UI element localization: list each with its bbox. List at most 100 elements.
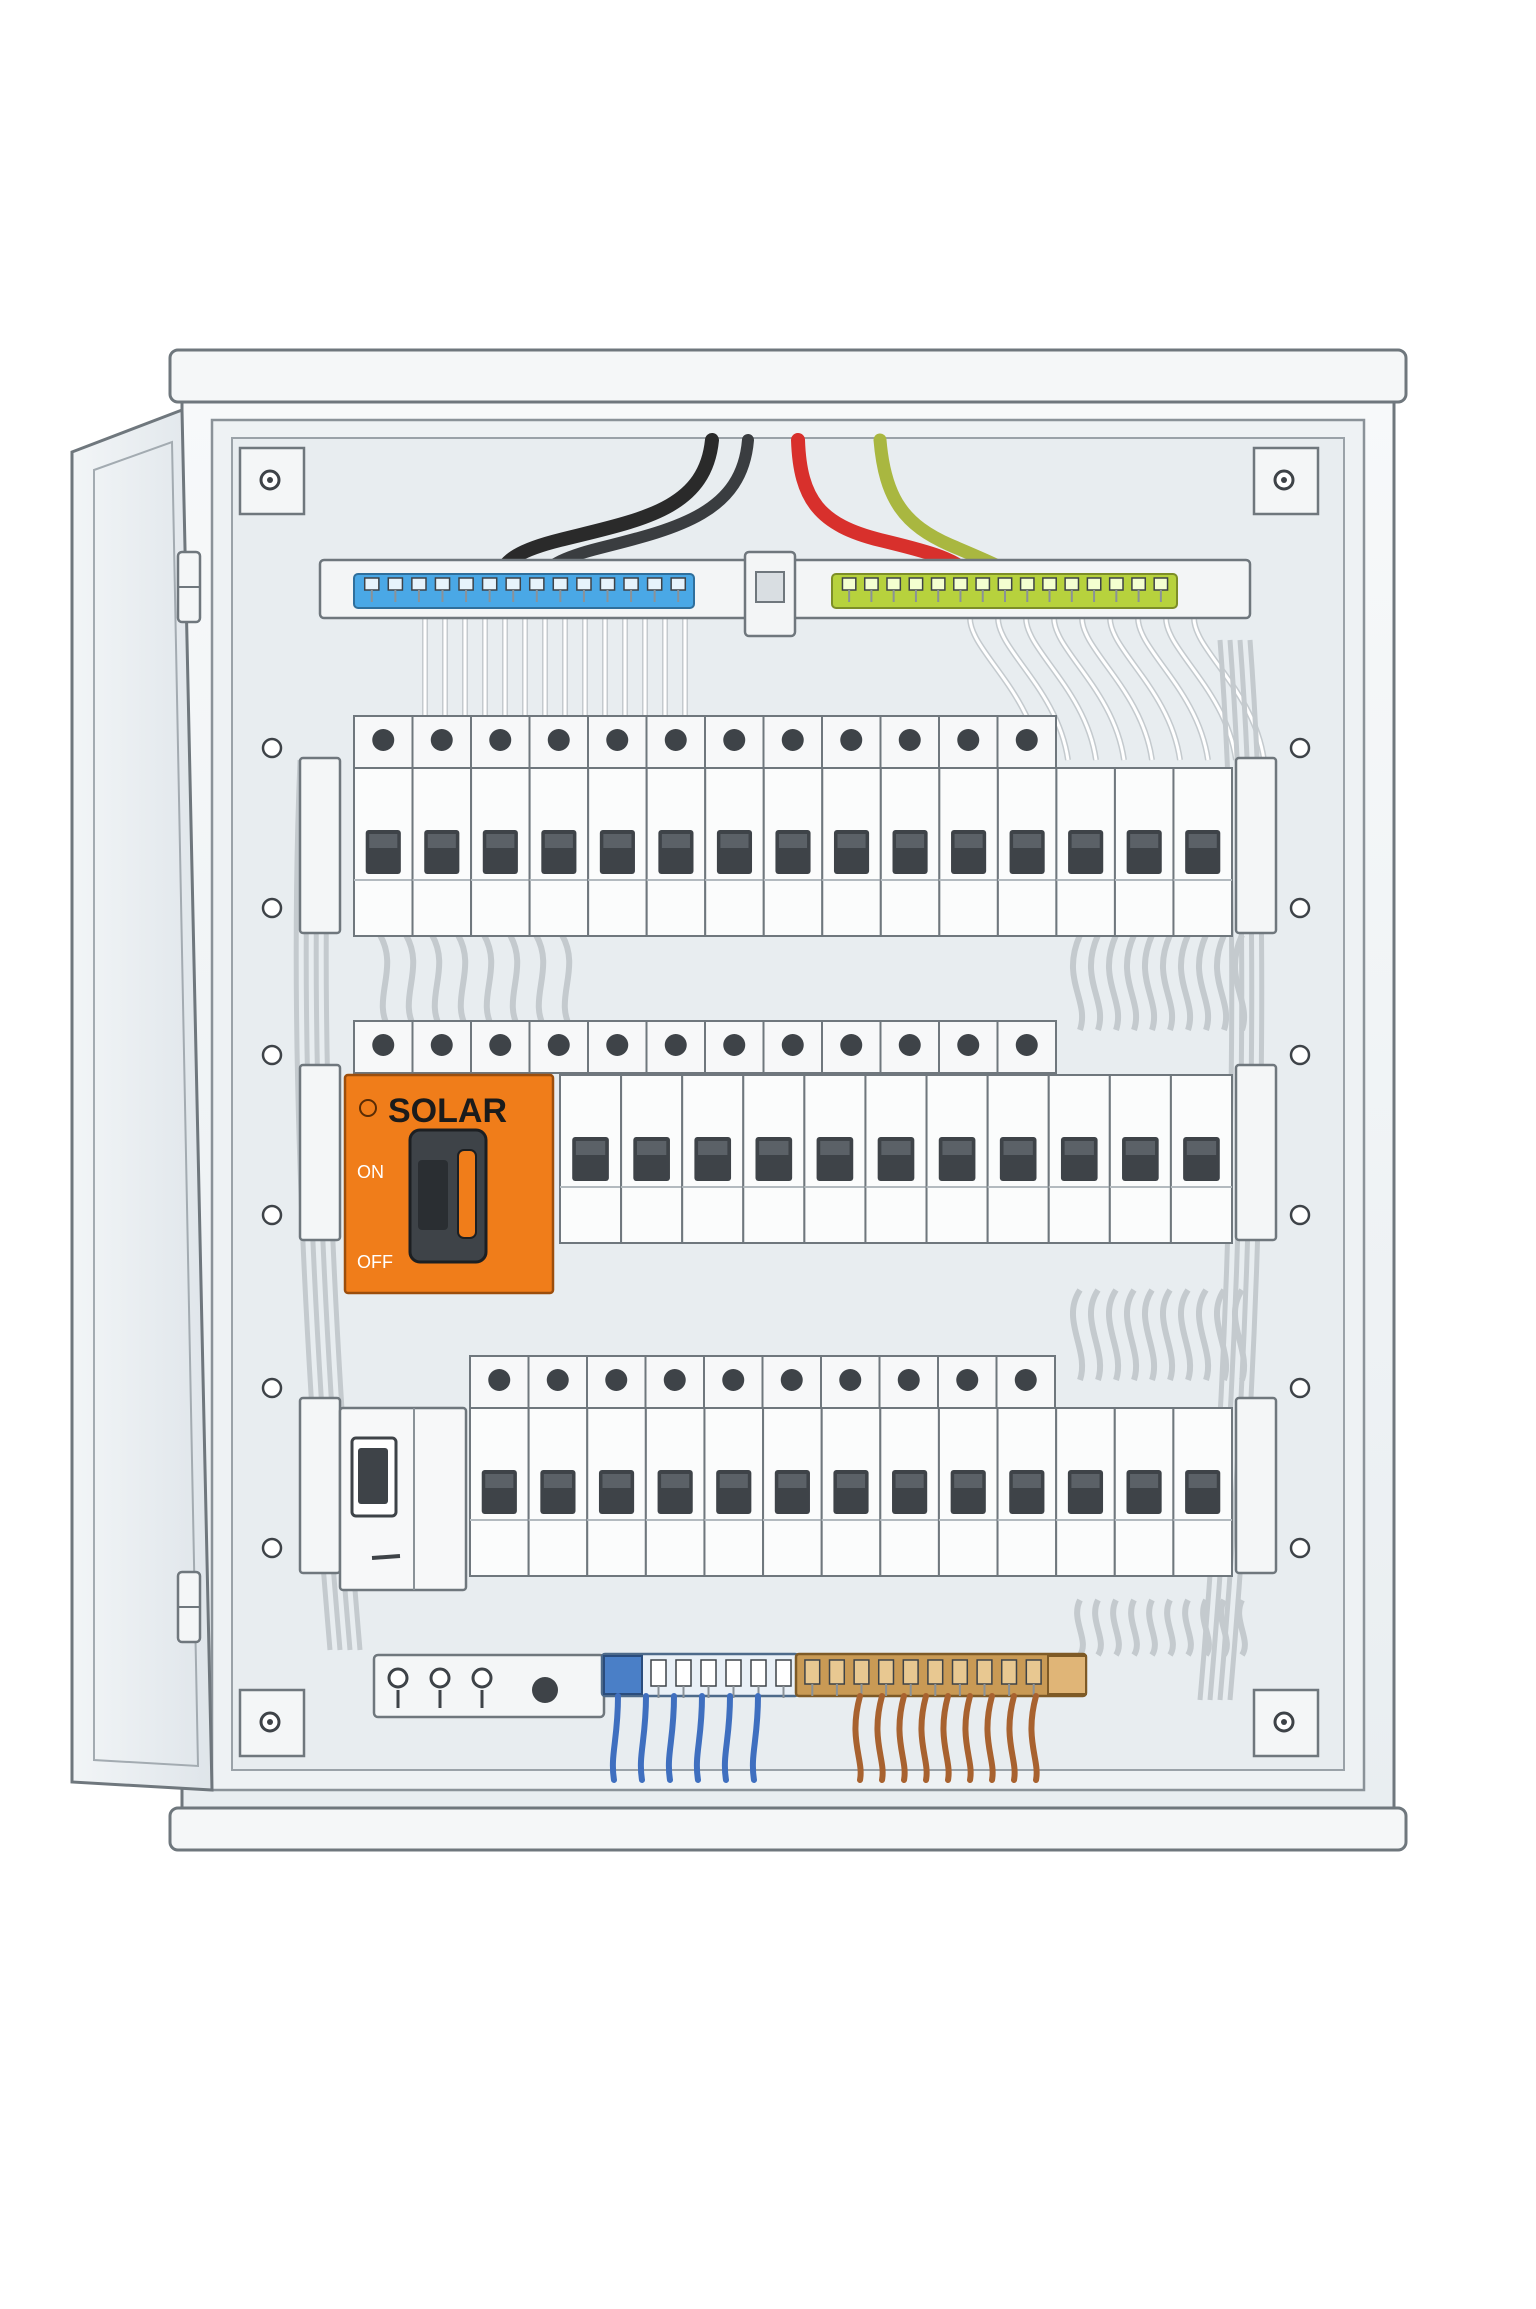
bus-terminal	[675, 1659, 692, 1687]
wire	[1177, 933, 1194, 1031]
indicator-dot-icon	[898, 1034, 921, 1056]
indicator-dot-icon	[723, 729, 746, 751]
indicator-dot-icon	[898, 729, 921, 751]
circuit-breaker	[1113, 767, 1175, 937]
indicator-dot-icon	[1015, 729, 1038, 751]
indicator-dot-icon	[781, 729, 804, 751]
rail-end-clamp	[1234, 1063, 1278, 1242]
indicator-dot-icon	[605, 1369, 628, 1391]
solar-label: SOLAR	[388, 1092, 507, 1130]
circuit-breaker	[703, 1407, 765, 1577]
corner-bracket	[1252, 446, 1320, 516]
rail-screw-icon	[261, 1044, 283, 1066]
indicator-dot-icon	[664, 729, 687, 751]
bus-terminal	[650, 1659, 667, 1687]
wire	[1087, 1288, 1104, 1381]
indicator-dot-icon	[781, 1034, 804, 1056]
wire	[1110, 1598, 1122, 1657]
wire	[1105, 933, 1122, 1031]
bus-terminal	[434, 577, 451, 591]
top-busbar-rail	[318, 550, 1252, 638]
circuit-breaker	[1055, 767, 1116, 937]
circuit-breaker	[1108, 1074, 1172, 1244]
circuit-breaker	[527, 1407, 589, 1577]
circuit-breaker	[469, 1407, 530, 1577]
wire	[1141, 1288, 1158, 1381]
rail-screw-icon	[1289, 1044, 1311, 1066]
bus-terminal	[997, 577, 1013, 591]
rail-end-clamp	[1234, 756, 1278, 935]
rail-screw-icon	[1289, 1537, 1311, 1559]
breaker-row-2	[261, 1020, 1311, 1244]
wire	[1195, 933, 1212, 1031]
bus-terminal	[930, 577, 946, 591]
earth-wire	[1006, 1693, 1018, 1783]
rail-screw-icon	[1289, 897, 1311, 919]
indicator-dot-icon	[722, 1369, 745, 1391]
bus-terminal	[1131, 577, 1147, 591]
circuit-breaker	[762, 767, 824, 937]
bus-terminal	[725, 1659, 742, 1687]
bus-terminal	[646, 577, 663, 591]
indicator-dot-icon	[723, 1034, 746, 1056]
rail-screw-icon	[261, 897, 283, 919]
bus-terminal	[1108, 577, 1124, 591]
terminal-screw-icon	[387, 1667, 409, 1689]
indicator-dot-icon	[372, 1034, 395, 1056]
circuit-breaker	[742, 1074, 806, 1244]
indicator-dot-icon	[1015, 1034, 1038, 1056]
door-hinge-bottom	[176, 1570, 202, 1644]
wire	[1074, 1598, 1086, 1657]
rail-end-clamp	[1234, 1396, 1278, 1575]
corner-bracket	[238, 1688, 306, 1758]
wire	[1141, 933, 1158, 1031]
indicator-dot-icon	[372, 729, 395, 751]
neutral-wire	[721, 1693, 733, 1783]
cabinet-door	[70, 407, 214, 1792]
rail-screw-icon	[261, 1377, 283, 1399]
wire	[1123, 1288, 1140, 1381]
corner-bracket	[238, 446, 306, 516]
earth-wire	[874, 1693, 886, 1783]
wire	[1182, 1598, 1194, 1657]
indicator-dot-icon	[546, 1369, 569, 1391]
bottom-terminals	[372, 1652, 1088, 1783]
indicator-dot-icon	[430, 1034, 453, 1056]
circuit-breaker	[937, 1407, 999, 1577]
bus-terminal	[1086, 577, 1102, 591]
circuit-breaker	[879, 767, 941, 937]
circuit-breaker	[986, 1074, 1050, 1244]
solar-off-label: OFF	[357, 1252, 393, 1272]
bus-terminal	[804, 1659, 821, 1685]
circuit-breaker	[1047, 1074, 1111, 1244]
solar-on-label: ON	[357, 1162, 384, 1182]
circuit-breaker	[996, 1407, 1058, 1577]
earth-wire	[940, 1693, 952, 1783]
wire	[1146, 1598, 1158, 1657]
wire	[1087, 933, 1104, 1031]
bus-terminal	[877, 1659, 895, 1685]
circuit-breaker	[1055, 1407, 1116, 1577]
solar-rotary-switch[interactable]	[408, 1128, 488, 1264]
bus-terminal	[1042, 577, 1057, 591]
bus-terminal	[775, 1659, 792, 1687]
circuit-breaker	[879, 1407, 940, 1577]
circuit-breaker	[1169, 1074, 1233, 1244]
circuit-breaker	[644, 1407, 706, 1577]
main-switch-toggle[interactable]	[350, 1436, 398, 1518]
wire	[1159, 1288, 1176, 1381]
bus-terminal	[599, 577, 616, 591]
bus-terminal	[458, 577, 474, 591]
circuit-breaker	[559, 1074, 623, 1244]
circuit-breaker	[1113, 1407, 1175, 1577]
solar-warning-icon	[359, 1099, 377, 1117]
circuit-breaker	[938, 767, 999, 937]
circuit-breaker	[470, 767, 531, 937]
circuit-breaker	[821, 767, 882, 937]
circuit-breaker	[1172, 1407, 1234, 1577]
indicator-dot-icon	[957, 1034, 980, 1056]
neutral-terminals	[363, 577, 687, 602]
circuit-breaker	[803, 1074, 867, 1244]
circuit-breaker	[681, 1074, 745, 1244]
